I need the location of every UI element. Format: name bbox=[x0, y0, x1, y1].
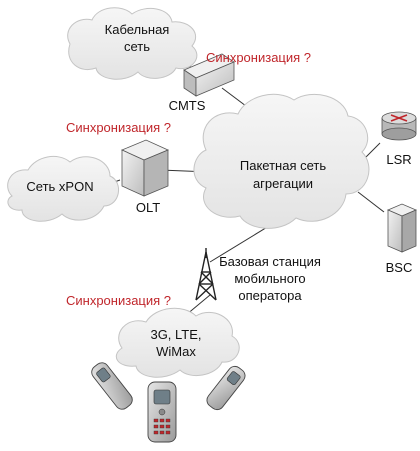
cmts-label: CMTS bbox=[169, 98, 206, 113]
bsc-label: BSC bbox=[386, 260, 413, 275]
xpon-network-label: Сеть xPON bbox=[26, 179, 93, 194]
cable-network-cloud: Кабельная сеть bbox=[67, 7, 198, 80]
sync-label-cable: Синхронизация ? bbox=[206, 50, 311, 65]
cable-network-label-line2: сеть bbox=[124, 39, 150, 54]
olt-device-icon bbox=[120, 139, 170, 197]
flip-phone-right-icon bbox=[206, 365, 246, 411]
mobile-network-cloud: 3G, LTE, WiMax bbox=[115, 307, 240, 378]
aggregation-network-label-line1: Пакетная сеть bbox=[240, 158, 326, 173]
candybar-phone-icon bbox=[147, 381, 177, 443]
aggregation-network-label-line2: агрегации bbox=[253, 176, 313, 191]
cmts-device-icon bbox=[183, 53, 235, 97]
aggregation-network-cloud: Пакетная сеть агрегации bbox=[193, 93, 370, 229]
lsr-router-icon bbox=[381, 111, 417, 141]
olt-label: OLT bbox=[136, 200, 160, 215]
sync-label-mobile: Синхронизация ? bbox=[66, 293, 171, 308]
cable-network-label-line1: Кабельная bbox=[105, 22, 170, 37]
base-station-tower-icon bbox=[195, 248, 217, 301]
sync-label-xpon: Синхронизация ? bbox=[66, 120, 171, 135]
base-station-label-line1: Базовая станция bbox=[219, 254, 321, 269]
base-station-label-line2: мобильного bbox=[234, 271, 305, 286]
mobile-network-label-line1: 3G, LTE, bbox=[150, 327, 201, 342]
flip-phone-left-icon bbox=[91, 362, 133, 410]
xpon-network-cloud: Сеть xPON bbox=[7, 155, 119, 222]
base-station-label-line3: оператора bbox=[238, 288, 302, 303]
bsc-device-icon bbox=[386, 203, 418, 253]
mobile-network-label-line2: WiMax bbox=[156, 344, 196, 359]
lsr-label: LSR bbox=[386, 152, 411, 167]
